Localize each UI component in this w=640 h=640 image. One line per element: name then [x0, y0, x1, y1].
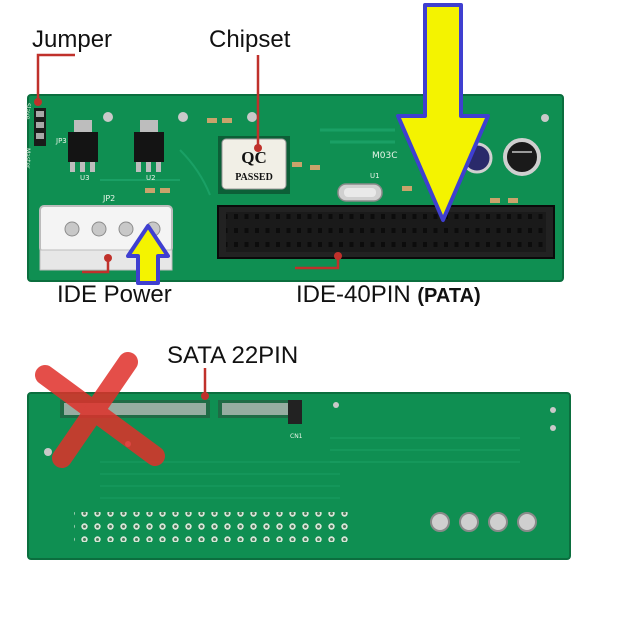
jp3-label: JP3: [55, 137, 67, 145]
ide-40pin-label: IDE-40PIN (PATA): [296, 283, 481, 307]
power-pads: [430, 512, 537, 532]
smd-components: [145, 118, 518, 203]
u1-label: U1: [370, 172, 380, 180]
u3-label: U3: [80, 174, 90, 182]
regulator-u3: [68, 120, 98, 172]
ide-40pin-connector: [217, 205, 555, 259]
sata-22pin-label: SATA 22PIN: [167, 342, 299, 369]
cn1-label: CN1: [290, 433, 303, 440]
passed-sticker-text: PASSED: [235, 172, 273, 183]
x-mark-icon: [35, 352, 165, 468]
ide-power-callout: [82, 260, 110, 274]
u2-label: U2: [146, 174, 156, 182]
slave-label: Slave: [24, 103, 31, 120]
pata-text: (PATA): [417, 285, 481, 307]
regulator-u2: [134, 120, 164, 172]
chipset: QC PASSED: [218, 136, 290, 194]
ide-40pin-text: IDE-40PIN: [296, 281, 411, 308]
m03c-label: M03C: [372, 151, 398, 161]
master-label: Master: [24, 148, 31, 169]
ide40-callout: [295, 258, 340, 270]
crystal-oscillator: [337, 183, 383, 202]
qc-sticker-text: QC: [241, 148, 267, 167]
up-arrow-icon: [126, 224, 170, 285]
silkscreen-labels: JP2 JP3 U3 U2 U1 M03C Slave Master: [24, 103, 398, 203]
jumper-header: [34, 108, 46, 146]
callout-lines: [36, 53, 340, 393]
chipset-label: Chipset: [209, 26, 291, 53]
jumper-label: Jumper: [32, 26, 113, 53]
down-arrow-icon: [396, 3, 490, 222]
jp2-label: JP2: [102, 194, 115, 203]
jumper-callout: [36, 53, 75, 100]
ide-power-label: IDE Power: [57, 281, 172, 308]
